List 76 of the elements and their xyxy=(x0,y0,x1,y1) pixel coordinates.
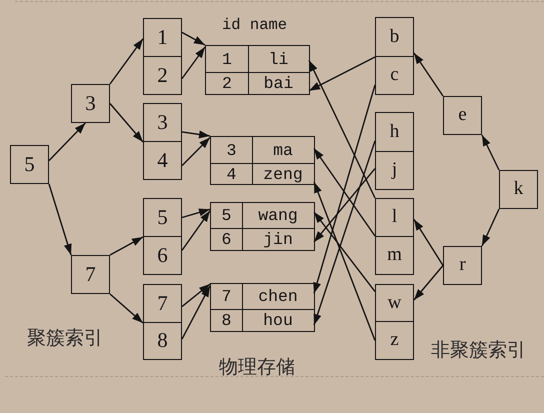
section-label: 聚簇索引 xyxy=(27,328,103,349)
arrow xyxy=(181,286,211,340)
key-box: 3 xyxy=(71,84,110,123)
key-box: 5 xyxy=(10,145,49,184)
key-box: c xyxy=(375,56,414,95)
row-id: 4 xyxy=(226,164,238,184)
row-name: jin xyxy=(262,229,294,250)
key-box: r xyxy=(443,246,482,285)
row-id: 1 xyxy=(221,48,233,71)
key-box: h xyxy=(375,112,414,152)
key-box: j xyxy=(375,151,414,190)
row-id: 8 xyxy=(220,310,232,331)
key-box: 5 xyxy=(143,198,182,237)
arrow xyxy=(182,32,206,46)
arrow xyxy=(182,137,210,166)
key-box: l xyxy=(375,198,414,237)
arrow xyxy=(313,212,376,292)
table-row xyxy=(211,163,314,184)
row-name: chen xyxy=(257,286,299,308)
section-label: 非聚簇索引 xyxy=(431,340,526,361)
table-row xyxy=(206,72,309,94)
arrow xyxy=(313,148,376,236)
arrow xyxy=(48,184,72,256)
arrow xyxy=(481,208,500,246)
key-box: k xyxy=(499,170,538,209)
arrow xyxy=(182,208,210,218)
key-box: m xyxy=(375,236,414,275)
arrow xyxy=(313,182,376,341)
section-label: 物理存储 xyxy=(219,357,295,378)
column-header: id name xyxy=(222,18,288,34)
arrow xyxy=(413,52,444,96)
key-box: b xyxy=(375,17,414,57)
key-box: 8 xyxy=(143,322,182,360)
data-table xyxy=(210,202,315,251)
key-box: 4 xyxy=(143,141,182,180)
arrow xyxy=(110,236,144,256)
arrow xyxy=(182,130,210,138)
table-row xyxy=(211,228,314,250)
arrow xyxy=(313,168,376,243)
key-box: e xyxy=(443,96,482,135)
arrow xyxy=(181,46,206,80)
arrow xyxy=(181,210,211,251)
data-table xyxy=(210,283,315,332)
key-box: 2 xyxy=(143,56,182,95)
arrow xyxy=(109,38,144,84)
row-name: wang xyxy=(257,205,299,228)
arrow xyxy=(413,219,444,266)
arrow xyxy=(313,140,376,326)
row-id: 2 xyxy=(221,73,233,94)
row-id: 3 xyxy=(226,140,238,162)
row-name: li xyxy=(268,48,290,71)
table-row xyxy=(211,309,314,331)
arrow xyxy=(182,283,210,308)
key-box: w xyxy=(375,284,414,322)
row-name: hou xyxy=(262,310,294,331)
key-box: 3 xyxy=(143,103,182,142)
arrow xyxy=(413,265,444,300)
row-name: ma xyxy=(272,140,294,162)
row-name: zeng xyxy=(262,164,304,184)
arrow xyxy=(481,134,500,170)
arrow xyxy=(308,56,376,92)
arrow xyxy=(109,103,144,142)
key-box: 1 xyxy=(143,18,182,57)
key-box: z xyxy=(375,321,414,360)
arrow xyxy=(110,293,144,324)
arrow xyxy=(313,84,376,294)
row-id: 5 xyxy=(220,205,232,228)
row-name: bai xyxy=(262,73,294,94)
row-id: 7 xyxy=(220,286,232,308)
key-box: 6 xyxy=(143,236,182,275)
arrow xyxy=(48,122,86,162)
arrow xyxy=(308,60,376,198)
row-id: 6 xyxy=(220,229,232,250)
key-box: 7 xyxy=(143,284,182,323)
data-table xyxy=(210,136,315,185)
key-box: 7 xyxy=(71,255,110,294)
